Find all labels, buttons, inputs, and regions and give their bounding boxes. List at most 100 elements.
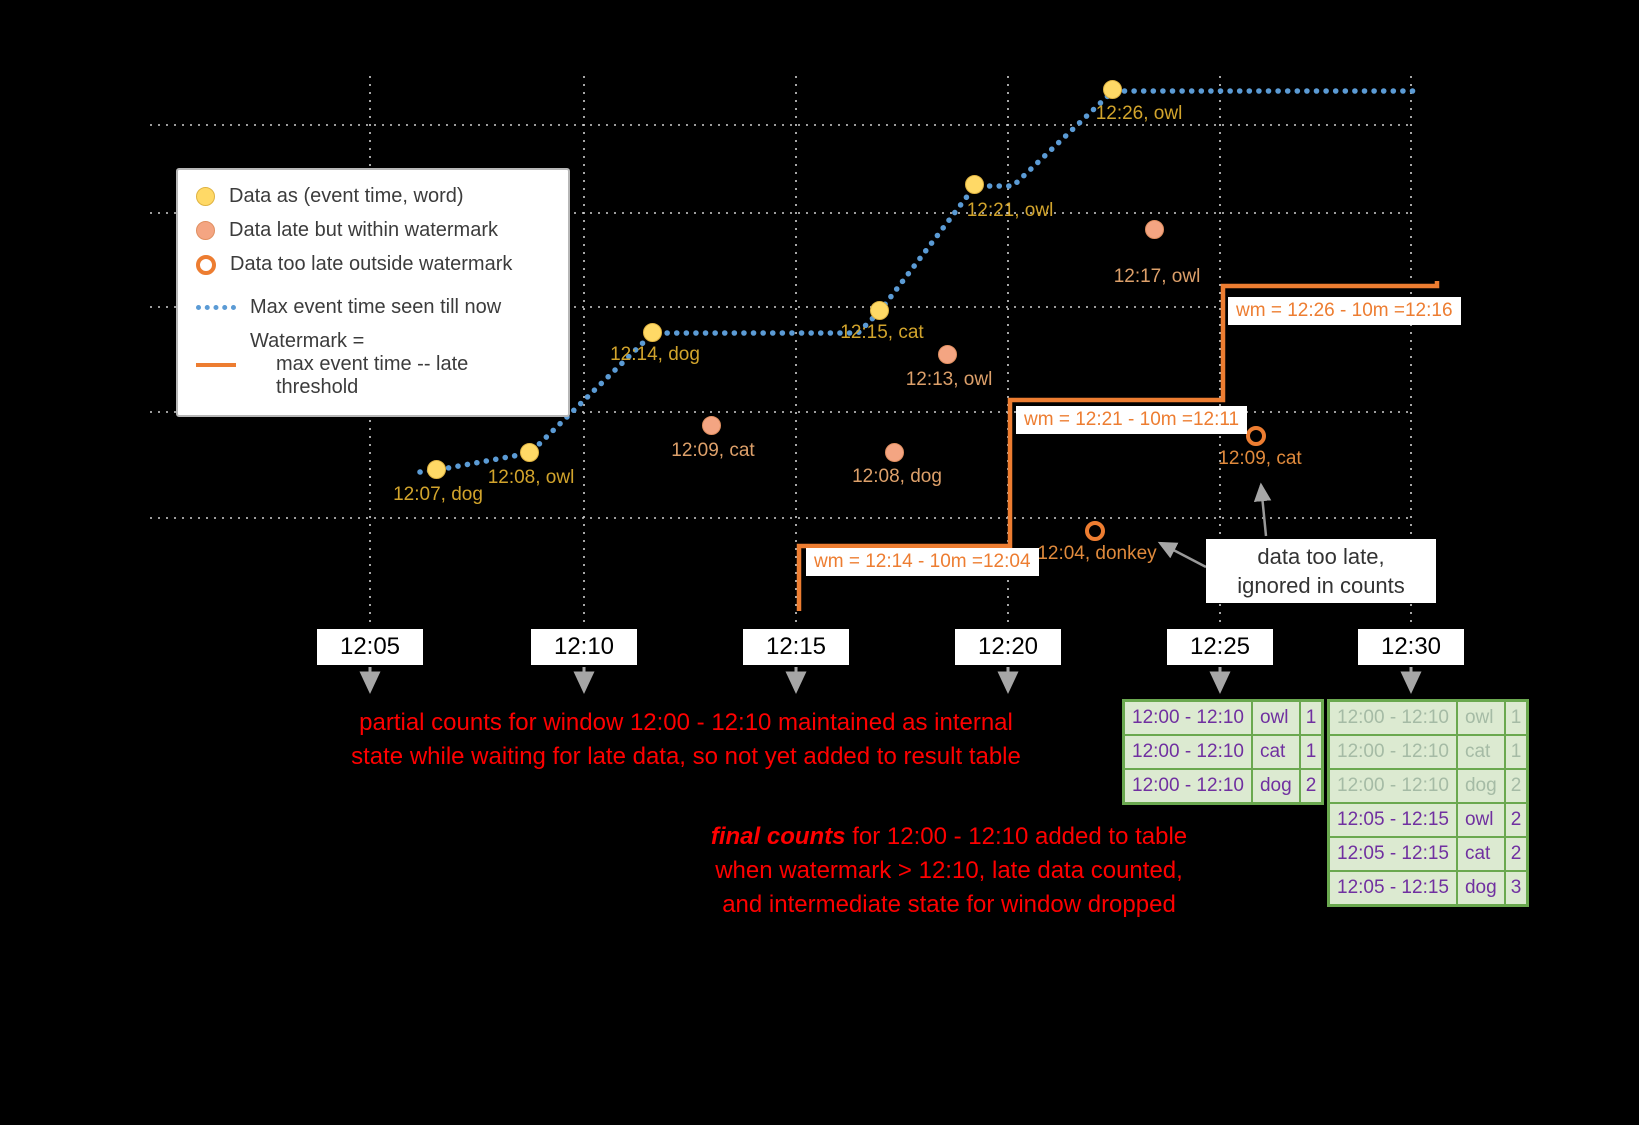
cell-count: 1 bbox=[1503, 734, 1529, 770]
cell-window: 12:00 - 12:10 bbox=[1122, 734, 1253, 770]
annotation-partial-counts: partial counts for window 12:00 - 12:10 … bbox=[286, 706, 1086, 774]
data-point-too-late bbox=[1085, 521, 1105, 541]
cell-word: cat bbox=[1455, 836, 1506, 872]
cell-count: 1 bbox=[1298, 699, 1324, 736]
legend-label: Data too late outside watermark bbox=[230, 253, 513, 275]
table-row: 12:00 - 12:10 dog 2 bbox=[1122, 768, 1324, 805]
cell-word: owl bbox=[1250, 699, 1301, 736]
table-row-dropped: 12:00 - 12:10 owl 1 bbox=[1327, 699, 1529, 736]
watermark-step-label: wm = 12:21 - 10m =12:11 bbox=[1016, 406, 1248, 434]
watermark-step-label: wm = 12:26 - 10m =12:16 bbox=[1228, 297, 1461, 325]
dotted-line-icon bbox=[196, 305, 236, 310]
axis-tick-12-25: 12:25 bbox=[1167, 629, 1273, 665]
cell-word: cat bbox=[1250, 734, 1301, 770]
legend: Data as (event time, word) Data late but… bbox=[176, 168, 570, 417]
annotation-line: state while waiting for late data, so no… bbox=[351, 743, 1021, 770]
point-label: 12:13, owl bbox=[905, 369, 993, 390]
table-row-dropped: 12:00 - 12:10 cat 1 bbox=[1327, 734, 1529, 770]
cell-window: 12:00 - 12:10 bbox=[1327, 734, 1458, 770]
legend-item-on-time: Data as (event time, word) bbox=[196, 185, 550, 208]
max-event-time-line bbox=[417, 88, 1425, 475]
axis-tick-12-05: 12:05 bbox=[317, 629, 423, 665]
data-point-on-time bbox=[643, 323, 662, 342]
table-row-dropped: 12:00 - 12:10 dog 2 bbox=[1327, 768, 1529, 804]
table-row: 12:05 - 12:15 cat 2 bbox=[1327, 836, 1529, 872]
axis-tick-12-20: 12:20 bbox=[955, 629, 1061, 665]
table-row: 12:05 - 12:15 dog 3 bbox=[1327, 870, 1529, 907]
cell-count: 3 bbox=[1503, 870, 1529, 907]
legend-item-late: Data late but within watermark bbox=[196, 219, 550, 242]
table-row: 12:05 - 12:15 owl 2 bbox=[1327, 802, 1529, 838]
note-data-too-late: data too late, ignored in counts bbox=[1206, 539, 1436, 603]
cell-count: 1 bbox=[1298, 734, 1324, 770]
point-label: 12:26, owl bbox=[1095, 103, 1183, 124]
cell-word: cat bbox=[1455, 734, 1506, 770]
cell-count: 2 bbox=[1298, 768, 1324, 805]
cell-window: 12:05 - 12:15 bbox=[1327, 870, 1458, 907]
point-label: 12:08, owl bbox=[487, 467, 575, 488]
data-point-late bbox=[938, 345, 957, 364]
cell-window: 12:05 - 12:15 bbox=[1327, 836, 1458, 872]
legend-label: Data as (event time, word) bbox=[229, 185, 464, 207]
watermark-line bbox=[796, 281, 1440, 611]
data-point-on-time bbox=[1103, 80, 1122, 99]
late-dot-icon bbox=[196, 221, 215, 240]
cell-count: 2 bbox=[1503, 836, 1529, 872]
point-label: 12:07, dog bbox=[393, 484, 483, 505]
point-label: 12:15, cat bbox=[840, 322, 924, 343]
axis-tick-12-15: 12:15 bbox=[743, 629, 849, 665]
legend-item-watermark: Watermark = max event time -- late thres… bbox=[196, 330, 550, 399]
cell-count: 1 bbox=[1503, 699, 1529, 736]
axis-tick-12-30: 12:30 bbox=[1358, 629, 1464, 665]
watermark-step-label: wm = 12:14 - 10m =12:04 bbox=[806, 548, 1039, 576]
cell-word: owl bbox=[1455, 699, 1506, 736]
table-row: 12:00 - 12:10 owl 1 bbox=[1122, 699, 1324, 736]
point-label: 12:08, dog bbox=[852, 466, 942, 487]
watermark-line-icon bbox=[196, 362, 236, 367]
result-table-12-25: 12:00 - 12:10 owl 1 12:00 - 12:10 cat 1 … bbox=[1122, 699, 1325, 805]
data-point-on-time bbox=[870, 301, 889, 320]
cell-count: 2 bbox=[1503, 802, 1529, 838]
cell-word: dog bbox=[1455, 870, 1506, 907]
data-point-on-time bbox=[427, 460, 446, 479]
note-line: ignored in counts bbox=[1237, 573, 1405, 598]
cell-count: 2 bbox=[1503, 768, 1529, 804]
cell-window: 12:00 - 12:10 bbox=[1327, 699, 1458, 736]
point-label: 12:04, donkey bbox=[1037, 543, 1157, 564]
data-point-too-late bbox=[1246, 426, 1266, 446]
axis-arrows bbox=[359, 667, 1422, 694]
on-time-dot-icon bbox=[196, 187, 215, 206]
point-label: 12:09, cat bbox=[1218, 448, 1302, 469]
annotation-line: partial counts for window 12:00 - 12:10 … bbox=[359, 709, 1013, 736]
cell-window: 12:00 - 12:10 bbox=[1122, 699, 1253, 736]
too-late-circle-icon bbox=[196, 254, 216, 275]
annotation-line: and intermediate state for window droppe… bbox=[722, 891, 1176, 918]
table-row: 12:00 - 12:10 cat 1 bbox=[1122, 734, 1324, 770]
data-point-on-time bbox=[520, 443, 539, 462]
data-point-late bbox=[885, 443, 904, 462]
axis-tick-12-10: 12:10 bbox=[531, 629, 637, 665]
result-table-12-30: 12:00 - 12:10 owl 1 12:00 - 12:10 cat 1 … bbox=[1327, 699, 1530, 907]
legend-label: Watermark = max event time -- late thres… bbox=[250, 330, 550, 399]
point-label: 12:21, owl bbox=[966, 200, 1054, 221]
cell-window: 12:00 - 12:10 bbox=[1327, 768, 1458, 804]
cell-window: 12:00 - 12:10 bbox=[1122, 768, 1253, 805]
data-point-late bbox=[702, 416, 721, 435]
cell-window: 12:05 - 12:15 bbox=[1327, 802, 1458, 838]
data-point-late bbox=[1145, 220, 1164, 239]
watermark-label-line1: Watermark = bbox=[250, 330, 365, 352]
cell-word: owl bbox=[1455, 802, 1506, 838]
too-late-pointer-arrows bbox=[1157, 482, 1272, 569]
legend-label: Max event time seen till now bbox=[250, 296, 502, 318]
annotation-final-lead: final counts bbox=[710, 823, 846, 850]
legend-label: Data late but within watermark bbox=[229, 219, 499, 241]
point-label: 12:09, cat bbox=[671, 440, 755, 461]
cell-word: dog bbox=[1250, 768, 1301, 805]
point-label: 12:17, owl bbox=[1113, 266, 1201, 287]
annotation-final-rest: for 12:00 - 12:10 added to table bbox=[845, 823, 1188, 850]
watermark-label-line2: max event time -- late threshold bbox=[276, 353, 469, 398]
point-label: 12:14, dog bbox=[610, 344, 700, 365]
cell-word: dog bbox=[1455, 768, 1506, 804]
